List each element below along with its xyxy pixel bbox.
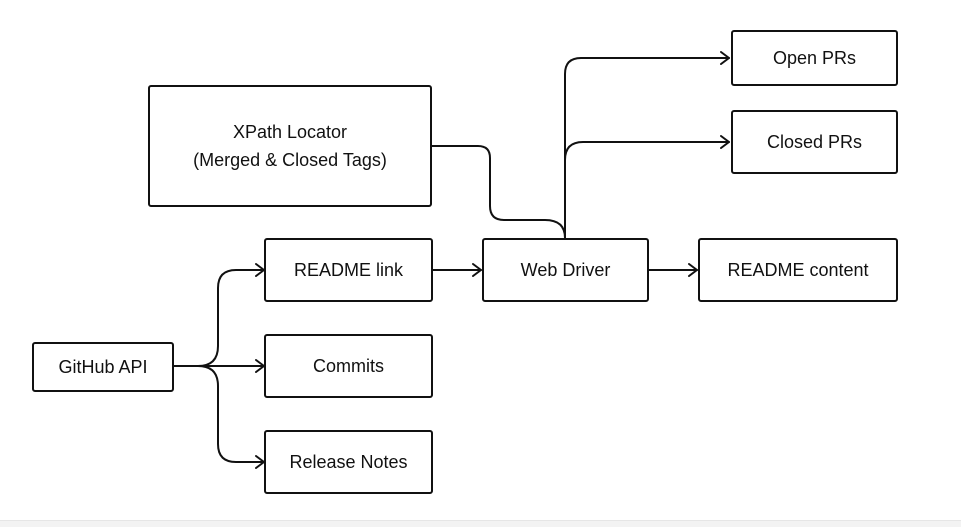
arrowhead-closed-prs xyxy=(720,135,730,149)
edge-webdriver-to-open-prs xyxy=(564,57,730,239)
node-readme-link-label: README link xyxy=(293,260,404,280)
node-web-driver-label: Web Driver xyxy=(520,260,611,280)
node-release-notes: Release Notes xyxy=(264,430,433,494)
node-release-notes-label: Release Notes xyxy=(289,452,408,472)
node-github-api: GitHub API xyxy=(32,342,174,392)
node-xpath-locator-line-2: (Merged & Closed Tags) xyxy=(193,150,387,170)
arrowhead-webdriver xyxy=(472,263,482,277)
node-github-api-label: GitHub API xyxy=(58,357,148,377)
arrowhead-open-prs xyxy=(720,51,730,65)
bottom-scroll-band xyxy=(0,520,961,527)
node-xpath-locator: XPath Locator (Merged & Closed Tags) xyxy=(148,85,432,207)
node-closed-prs-label: Closed PRs xyxy=(766,132,863,152)
node-open-prs-label: Open PRs xyxy=(772,48,857,68)
node-commits: Commits xyxy=(264,334,433,398)
edge-github-api-to-release-notes xyxy=(197,365,265,463)
node-readme-link: README link xyxy=(264,238,433,302)
node-commits-label: Commits xyxy=(313,356,384,376)
node-closed-prs: Closed PRs xyxy=(731,110,898,174)
node-open-prs: Open PRs xyxy=(731,30,898,86)
node-web-driver: Web Driver xyxy=(482,238,649,302)
edge-github-api-to-readme-link xyxy=(173,269,265,367)
node-readme-content-label: README content xyxy=(727,260,869,280)
node-readme-content: README content xyxy=(698,238,898,302)
node-xpath-locator-line-1: XPath Locator xyxy=(232,122,348,142)
edge-webdriver-to-closed-prs xyxy=(564,141,730,161)
arrowhead-readme-content xyxy=(688,263,698,277)
edge-xpath-to-webdriver xyxy=(431,145,566,239)
